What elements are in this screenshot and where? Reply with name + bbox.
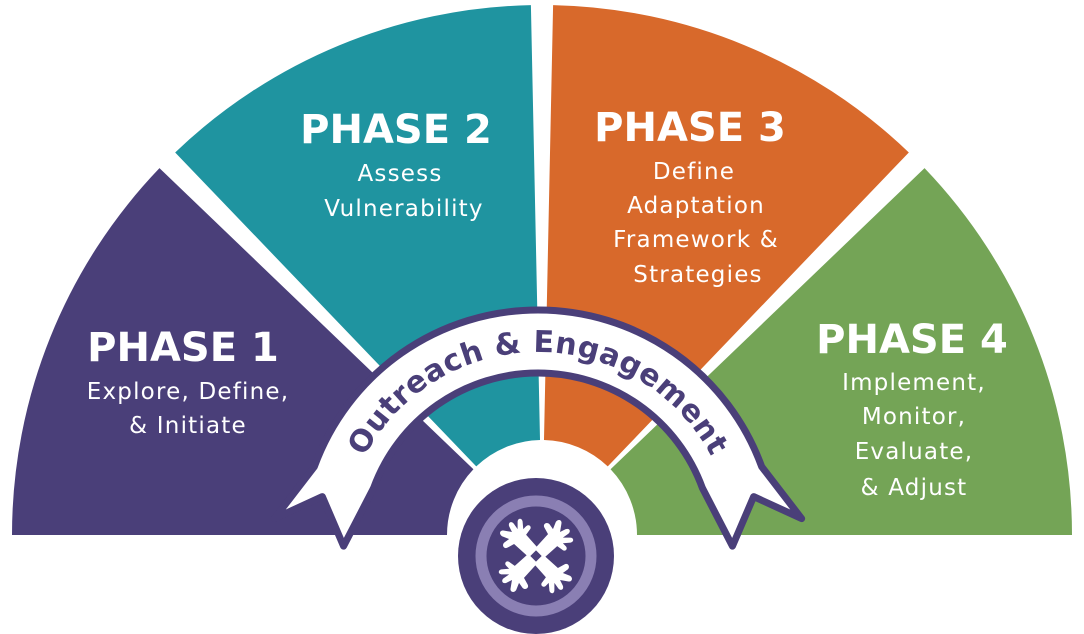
phase-4-line-2: Monitor, bbox=[862, 404, 966, 430]
hand-icon bbox=[533, 554, 572, 594]
hub-ring bbox=[475, 495, 597, 617]
phase-3-line-2: Adaptation bbox=[627, 193, 765, 219]
phase-1-line-1: Explore, Define, bbox=[87, 379, 290, 405]
ribbon-shape bbox=[270, 306, 806, 550]
hand-icon bbox=[498, 553, 538, 592]
phase-3-title: PHASE 3 bbox=[594, 105, 786, 151]
phase-1-line-2: & Initiate bbox=[129, 413, 247, 439]
hub bbox=[458, 478, 614, 634]
phase-3-line-4: Strategies bbox=[633, 262, 762, 288]
phase-1-title: PHASE 1 bbox=[87, 325, 279, 371]
hand-icon bbox=[500, 518, 539, 558]
phase-2-line-2: Vulnerability bbox=[324, 196, 483, 222]
phase-4-title: PHASE 4 bbox=[816, 317, 1008, 363]
phase-2-line-1: Assess bbox=[357, 161, 442, 187]
phase-4-line-1: Implement, bbox=[842, 370, 986, 396]
phase-4-line-3: Evaluate, bbox=[855, 439, 974, 465]
phase-labels: PHASE 1 Explore, Define, & Initiate PHAS… bbox=[87, 105, 1008, 501]
hand-icon bbox=[534, 520, 574, 559]
phase-2-title: PHASE 2 bbox=[300, 107, 492, 153]
phase-3-line-1: Define bbox=[653, 159, 735, 185]
four-hands-icon bbox=[498, 518, 574, 594]
phase-4-line-4: & Adjust bbox=[861, 475, 968, 501]
phase-3-line-3: Framework & bbox=[613, 227, 779, 253]
